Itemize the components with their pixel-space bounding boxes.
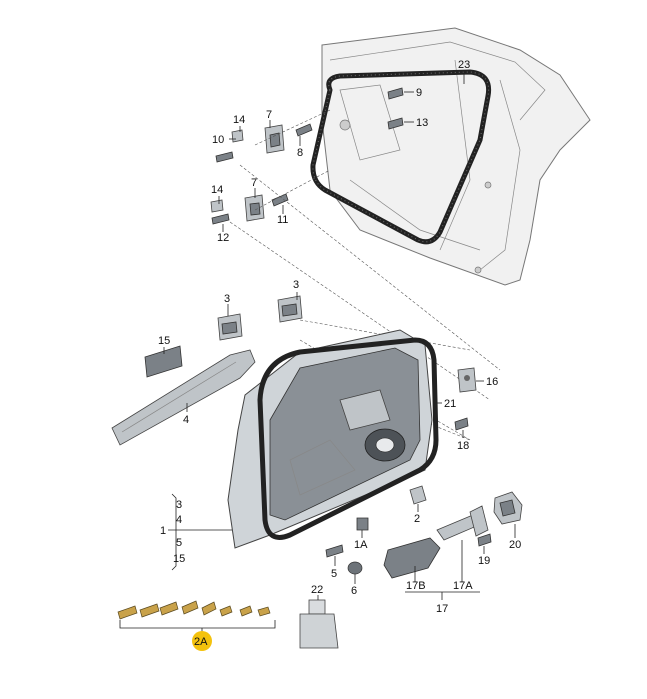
bolt-19 xyxy=(477,533,492,547)
group-1-item-15: 15 xyxy=(173,553,185,565)
callout-20: 20 xyxy=(509,539,521,551)
bolt-18 xyxy=(454,417,469,431)
fastener-set xyxy=(117,600,271,620)
foam-pad xyxy=(144,345,183,378)
callout-16: 16 xyxy=(486,376,498,388)
callout-17b: 17B xyxy=(406,580,426,592)
door-seal xyxy=(257,337,439,540)
end-cap xyxy=(493,491,523,525)
callout-21: 21 xyxy=(444,398,456,410)
door-shell xyxy=(227,329,433,549)
handle-assembly xyxy=(383,505,489,579)
callout-4: 4 xyxy=(183,414,189,426)
door-opening-seal xyxy=(310,69,492,245)
plug-2 xyxy=(409,485,427,505)
group-1-item-3: 3 xyxy=(176,499,182,511)
callout-3-right: 3 xyxy=(293,279,299,291)
callout-14-lower: 14 xyxy=(211,184,223,196)
callout-22: 22 xyxy=(311,584,323,596)
callout-8: 8 xyxy=(297,147,303,159)
callout-1a: 1A xyxy=(354,539,368,551)
callout-14-upper: 14 xyxy=(233,114,245,126)
upper-hinge-assembly xyxy=(215,123,313,163)
group-1-item-5: 5 xyxy=(176,537,182,549)
callout-10: 10 xyxy=(212,134,224,146)
callout-11: 11 xyxy=(277,214,288,226)
upper-hinge-bolt-10 xyxy=(215,151,234,163)
callout-19: 19 xyxy=(478,555,490,567)
leader-lines xyxy=(119,70,516,634)
callout-13: 13 xyxy=(416,117,428,129)
callout-18: 18 xyxy=(457,440,469,452)
callout-3-left: 3 xyxy=(224,293,230,305)
callout-15: 15 xyxy=(158,335,170,347)
callout-23: 23 xyxy=(458,59,470,71)
reinforcement-bar xyxy=(111,349,256,446)
callout-6: 6 xyxy=(351,585,357,597)
pillar-bolts xyxy=(387,87,404,130)
body-side-frame xyxy=(321,27,591,286)
callout-5: 5 xyxy=(331,568,337,580)
bolt-5 xyxy=(325,544,344,558)
callout-17: 17 xyxy=(436,603,448,615)
upper-hinge-bolt-8 xyxy=(295,123,313,137)
grommet-6 xyxy=(347,561,363,575)
callout-2a-highlight: 2A xyxy=(192,631,212,651)
group-1-item-4: 4 xyxy=(176,514,182,526)
upper-hinge-cap xyxy=(231,129,244,143)
nut-1a xyxy=(356,517,369,531)
door-hinge-upper xyxy=(277,295,303,323)
striker xyxy=(457,367,477,393)
lower-hinge-assembly xyxy=(210,193,289,225)
group-1-label: 1 xyxy=(160,525,166,537)
callouts: 23 9 13 14 7 10 8 14 7 11 12 3 3 15 4 16… xyxy=(158,59,521,615)
callout-17a: 17A xyxy=(453,580,473,592)
callout-12: 12 xyxy=(217,232,229,244)
callout-7-lower: 7 xyxy=(251,177,257,189)
callout-2a: 2A xyxy=(194,636,208,648)
grease-bottle xyxy=(299,599,339,649)
callout-2: 2 xyxy=(414,513,420,525)
door-hinge-lower xyxy=(217,313,243,341)
callout-9: 9 xyxy=(416,87,422,99)
callout-7-upper: 7 xyxy=(266,109,272,121)
